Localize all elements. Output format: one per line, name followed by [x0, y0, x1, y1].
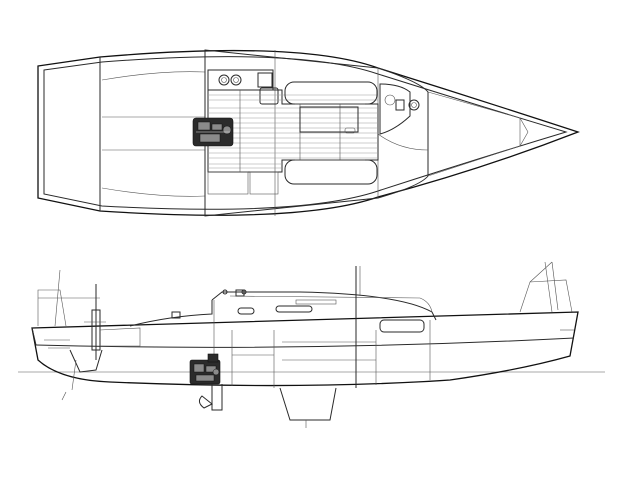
- stove-burner-2: [230, 74, 242, 86]
- propeller: [198, 395, 213, 409]
- plan-view: [37, 49, 580, 217]
- portlight-2: [275, 305, 313, 313]
- keel: [279, 387, 337, 421]
- engine-plan: [192, 117, 234, 147]
- head-compartment: [379, 83, 411, 135]
- portlight-1: [237, 307, 255, 315]
- profile-view: [18, 261, 605, 428]
- plan-hull-outline: [37, 49, 580, 216]
- pushpit: [37, 289, 100, 327]
- portlight-3: [379, 319, 425, 333]
- sink-2: [259, 87, 279, 105]
- pulpit: [519, 261, 573, 313]
- toilet: [408, 99, 420, 111]
- saloon-table: [299, 106, 359, 133]
- stove-burner-1: [218, 74, 230, 86]
- saildrive: [211, 384, 223, 411]
- galley-sink: [257, 72, 273, 88]
- coachroof: [211, 291, 437, 321]
- engine-profile: [189, 353, 221, 385]
- port-settee: [284, 81, 378, 105]
- profile-hull: [31, 311, 579, 387]
- starboard-settee: [284, 159, 378, 185]
